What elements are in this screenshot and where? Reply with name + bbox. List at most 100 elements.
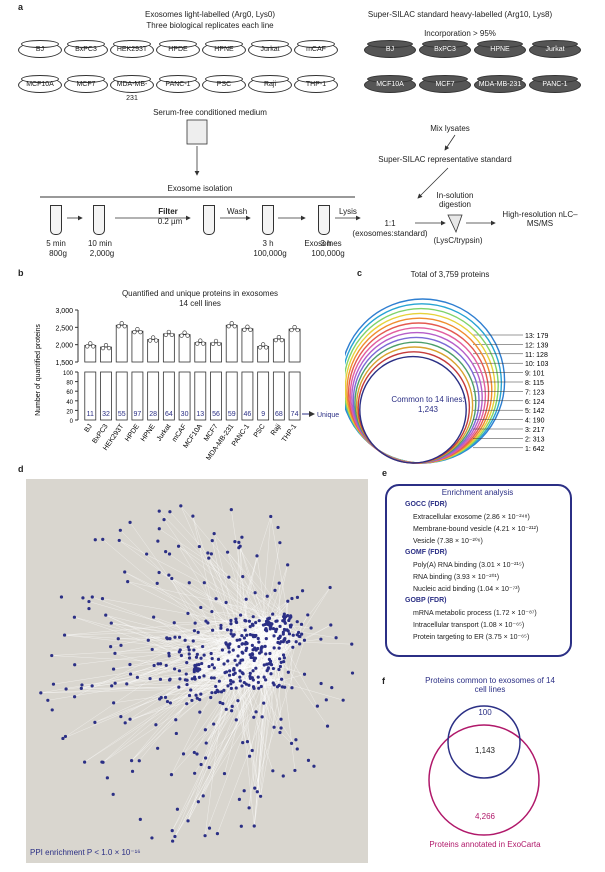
network-node <box>61 736 65 741</box>
super-silac-label: Super-SILAC representative standard <box>378 155 512 164</box>
dish-label: BxPC3 <box>75 46 97 53</box>
network-node <box>286 563 290 567</box>
ring-label-8: 8: 115 <box>525 380 544 387</box>
network-edge <box>197 670 234 675</box>
replicate-dot <box>179 333 184 338</box>
xtick-PSC: PSC <box>253 423 267 439</box>
network-node <box>281 774 285 778</box>
network-node <box>204 756 208 760</box>
network-node <box>278 730 282 735</box>
network-edge <box>230 680 250 757</box>
ppi-network <box>26 479 368 863</box>
ratio-sub-label: (exosomes:standard) <box>352 229 428 238</box>
network-node <box>185 678 189 682</box>
network-node <box>150 836 154 840</box>
common-value: 1,243 <box>417 405 439 414</box>
network-edge <box>227 552 299 633</box>
unique-count-mCAF: 30 <box>181 411 189 418</box>
network-node <box>266 617 270 621</box>
network-edge <box>129 683 247 720</box>
network-node <box>251 669 255 673</box>
network-node <box>282 656 286 660</box>
network-node <box>196 669 200 673</box>
network-node <box>234 686 238 690</box>
network-node <box>231 680 235 684</box>
network-node <box>229 508 233 512</box>
network-node <box>238 613 243 617</box>
venn-overlap: 1,143 <box>474 746 496 755</box>
network-edge <box>126 633 232 685</box>
network-node <box>212 666 216 670</box>
enrichment-group-1: GOMF (FDR) <box>405 549 447 556</box>
network-node <box>244 640 248 645</box>
network-node <box>279 660 283 664</box>
network-node <box>231 672 236 677</box>
replicate-dot <box>245 324 250 329</box>
dish-label: HEK293T <box>116 46 148 53</box>
network-node <box>283 685 287 689</box>
network-node <box>157 509 161 513</box>
bar-mCAF <box>178 334 191 363</box>
panel-label-f: f <box>382 676 385 686</box>
network-node <box>268 627 272 631</box>
network-node <box>186 611 190 615</box>
ytick-lower: 40 <box>66 400 73 406</box>
dish-label: mCAF <box>306 46 326 53</box>
network-node <box>295 747 299 751</box>
step-time-1: 10 min <box>87 239 112 248</box>
network-node <box>234 617 238 621</box>
network-edge <box>125 670 241 723</box>
bar-Raji <box>272 338 285 363</box>
network-node <box>167 678 172 682</box>
network-node <box>257 640 261 644</box>
network-node <box>284 615 288 619</box>
unique-count-BJ: 11 <box>87 411 94 418</box>
venn-only-exocarta: 4,266 <box>474 812 496 821</box>
network-node <box>156 746 160 750</box>
bar-HPDE <box>131 330 144 363</box>
network-node <box>224 707 228 711</box>
network-node <box>123 570 127 574</box>
network-node <box>260 715 264 719</box>
network-edge <box>178 546 228 630</box>
network-edge <box>268 667 282 720</box>
tube-4 <box>262 205 274 235</box>
network-node <box>247 754 252 758</box>
network-node <box>184 672 188 676</box>
dish-light-PSC: PSC <box>202 75 246 93</box>
network-node <box>176 544 181 548</box>
network-edge <box>252 677 298 750</box>
network-edge <box>213 533 243 654</box>
network-node <box>266 620 270 624</box>
dish-heavy-MCF10A: MCF10A <box>364 75 416 93</box>
network-edge <box>270 639 285 664</box>
network-node <box>248 633 252 637</box>
dish-light-BJ: BJ <box>18 40 62 58</box>
ytick-lower: 60 <box>66 390 73 396</box>
network-node <box>174 731 178 736</box>
network-node <box>199 605 203 610</box>
network-node <box>276 640 280 645</box>
network-node <box>206 551 210 555</box>
replicate-dot <box>289 327 294 333</box>
network-node <box>207 556 211 560</box>
network-node <box>253 591 257 595</box>
network-edge <box>40 686 283 694</box>
panel-label-e: e <box>382 468 388 478</box>
network-node <box>212 532 216 536</box>
network-node <box>167 654 171 658</box>
network-node <box>111 792 115 796</box>
network-node <box>168 701 172 705</box>
network-edge <box>233 624 331 675</box>
network-node <box>242 636 246 640</box>
network-edge <box>226 644 263 648</box>
bar-THP-1 <box>288 328 301 363</box>
unique-count-THP-1: 74 <box>291 411 299 418</box>
network-node <box>241 740 245 745</box>
network-node <box>281 619 285 623</box>
bar-lower-HEK293T <box>115 371 128 421</box>
network-node <box>72 695 77 699</box>
network-node <box>167 573 171 577</box>
ring-label-10: 10: 103 <box>525 361 548 368</box>
network-node <box>212 722 216 726</box>
